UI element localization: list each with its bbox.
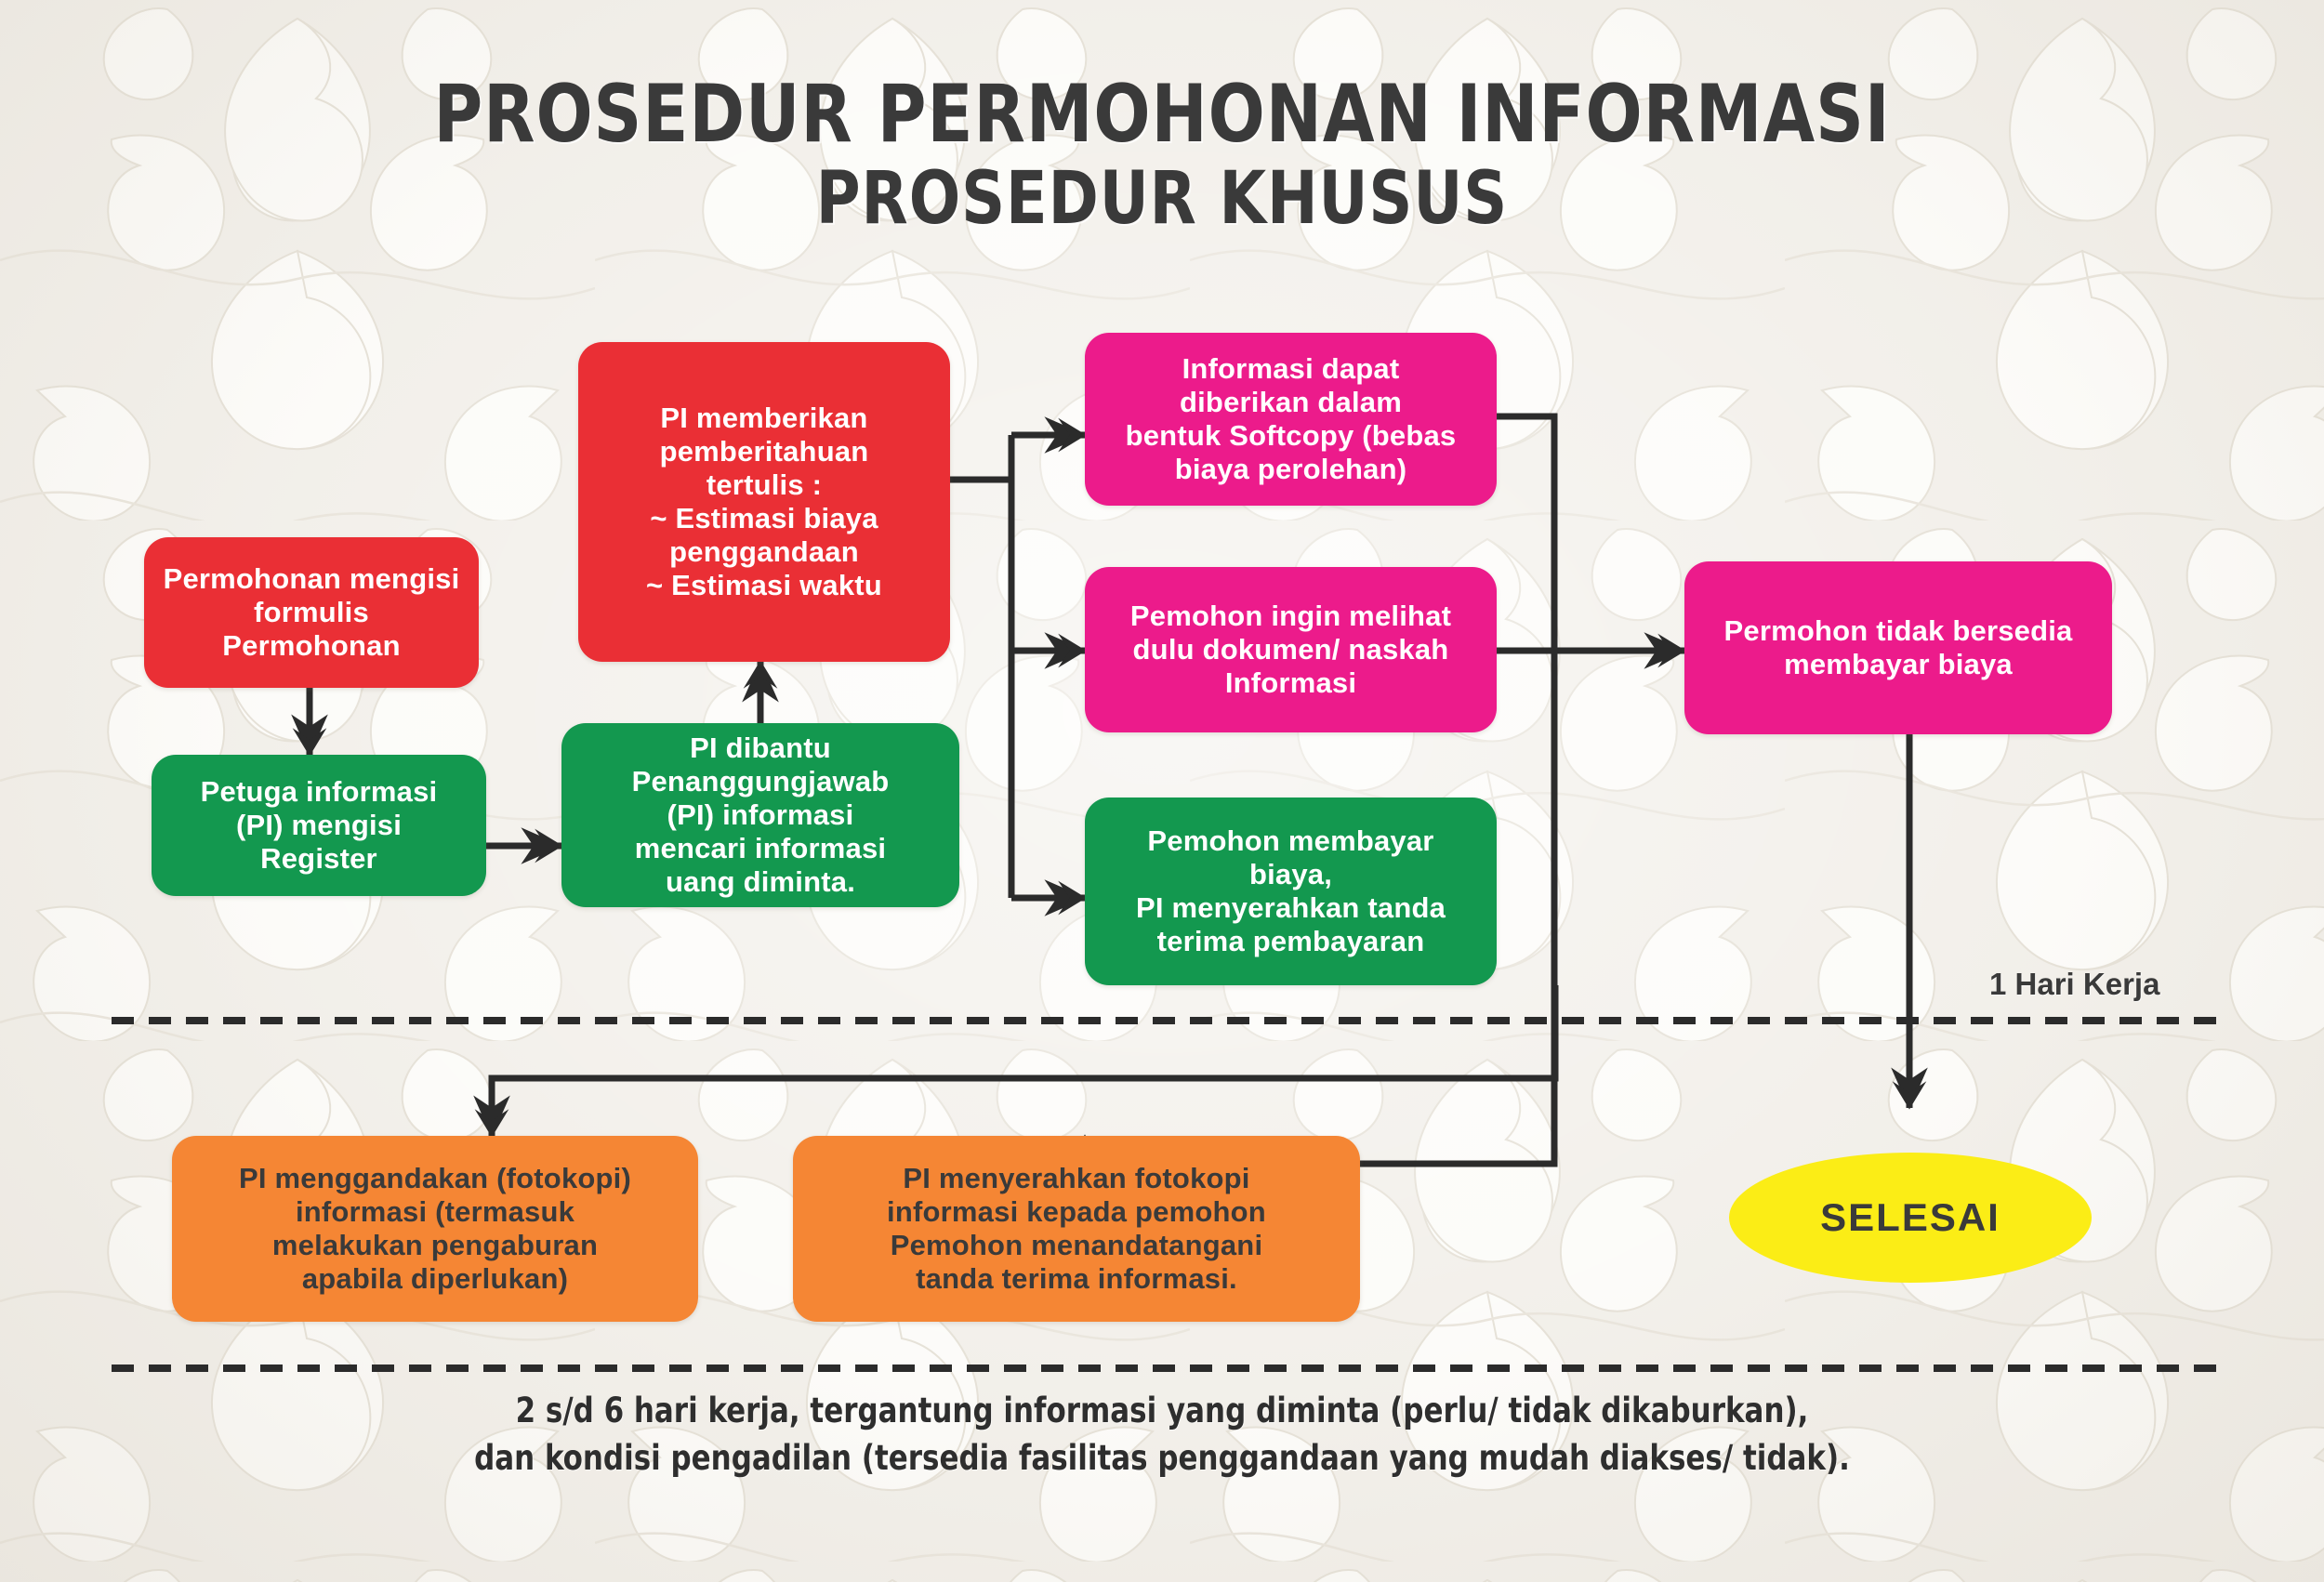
terminal-label: SELESAI	[1820, 1195, 2000, 1239]
node-pi-dibantu-penanggungjawab[interactable]: PI dibantu Penanggungjawab (PI) informas…	[561, 723, 959, 907]
node-label: Pemohon ingin melihat dulu dokumen/ nask…	[1129, 600, 1452, 699]
node-pi-menyerahkan-fotokopi[interactable]: PI menyerahkan fotokopi informasi kepada…	[793, 1136, 1360, 1322]
node-permohonan-mengisi-formulir[interactable]: Permohonan mengisi formulis Permohonan	[144, 537, 479, 688]
node-label: PI memberikan pemberitahuan tertulis : ~…	[646, 402, 882, 601]
node-pi-menggandakan-fotokopi[interactable]: PI menggandakan (fotokopi) informasi (te…	[172, 1136, 698, 1322]
node-petugas-informasi-register[interactable]: Petuga informasi (PI) mengisi Register	[152, 755, 486, 896]
node-permohon-tidak-bersedia-membayar[interactable]: Permohon tidak bersedia membayar biaya	[1684, 561, 2112, 734]
node-pemohon-membayar-biaya[interactable]: Pemohon membayar biaya, PI menyerahkan t…	[1085, 798, 1497, 985]
node-pemohon-ingin-melihat-dokumen[interactable]: Pemohon ingin melihat dulu dokumen/ nask…	[1085, 567, 1497, 732]
node-label: PI menggandakan (fotokopi) informasi (te…	[239, 1162, 631, 1295]
node-label: Petuga informasi (PI) mengisi Register	[200, 775, 438, 875]
node-label: Informasi dapat diberikan dalam bentuk S…	[1125, 352, 1457, 485]
node-label: PI dibantu Penanggungjawab (PI) informas…	[631, 732, 890, 898]
node-informasi-softcopy[interactable]: Informasi dapat diberikan dalam bentuk S…	[1085, 333, 1497, 506]
node-label: Permohonan mengisi formulis Permohonan	[163, 562, 460, 662]
lane-label-one-working-day: 1 Hari Kerja	[1989, 967, 2160, 1001]
node-pi-memberikan-pemberitahuan[interactable]: PI memberikan pemberitahuan tertulis : ~…	[578, 342, 950, 662]
node-label: Pemohon membayar biaya, PI menyerahkan t…	[1135, 824, 1446, 957]
node-terminal-selesai[interactable]: SELESAI	[1729, 1153, 2092, 1283]
node-label: Permohon tidak bersedia membayar biaya	[1723, 614, 2073, 680]
footnote-text: 2 s/d 6 hari kerja, tergantung informasi…	[474, 1391, 1850, 1479]
node-label: PI menyerahkan fotokopi informasi kepada…	[887, 1162, 1266, 1295]
